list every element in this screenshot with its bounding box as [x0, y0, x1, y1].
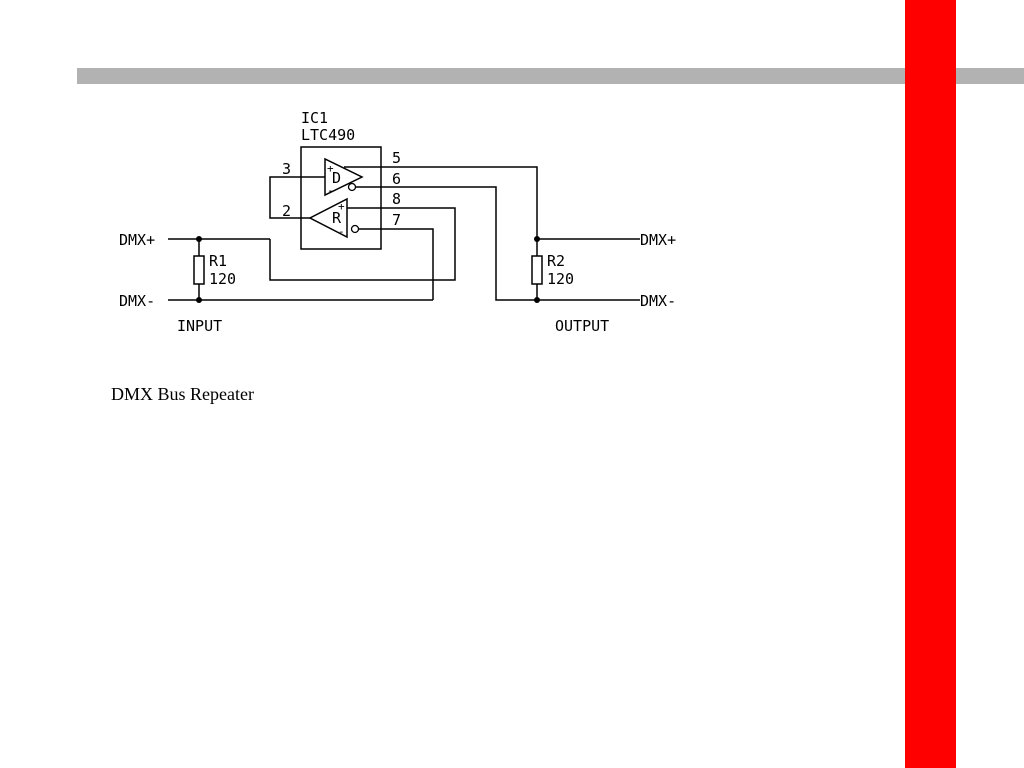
pin-7-label: 7: [392, 211, 401, 229]
pin-3-2-loop-wire: [269, 176, 325, 219]
r2-ref-label: R2: [547, 252, 565, 270]
output-dmx-plus-label: DMX+: [640, 231, 676, 249]
r1-junction-bottom: [196, 297, 202, 303]
top-rule: [77, 68, 1024, 84]
ic-ref-label: IC1: [301, 109, 328, 127]
pin-8-label: 8: [392, 190, 401, 208]
r1-resistor: [193, 255, 205, 285]
r1-value-label: 120: [209, 270, 236, 288]
receiver-minus-sign: -: [338, 225, 345, 238]
pin-5-wire: [344, 166, 538, 239]
receiver-plus-sign: +: [338, 200, 345, 213]
receiver-label: R: [332, 209, 342, 227]
slide-caption: DMX Bus Repeater: [111, 384, 254, 404]
driver-minus-sign: -: [327, 184, 334, 197]
input-label: INPUT: [177, 317, 222, 335]
ic-part-label: LTC490: [301, 126, 355, 144]
pin-6-label: 6: [392, 170, 401, 188]
accent-bar: [905, 0, 956, 768]
ic-body: [300, 146, 382, 250]
driver-label: D: [332, 169, 341, 187]
r1-junction-top: [196, 236, 202, 242]
driver-inverted-output-bubble: [347, 182, 357, 192]
r2-value-label: 120: [547, 270, 574, 288]
r2-junction-bottom: [534, 297, 540, 303]
receiver-triangle: [308, 197, 348, 239]
pin-2-label: 2: [282, 202, 291, 220]
input-dmx-minus-label: DMX-: [119, 292, 155, 310]
input-dmx-plus-label: DMX+: [119, 231, 155, 249]
pin-6-wire: [356, 186, 537, 301]
pin-3-label: 3: [282, 160, 291, 178]
driver-plus-sign: +: [327, 162, 334, 175]
output-label: OUTPUT: [555, 317, 609, 335]
receiver-inverted-input-bubble: [350, 224, 360, 234]
pin-8-wire: [269, 207, 456, 281]
r2-junction-top: [534, 236, 540, 242]
pin-7-wire: [359, 228, 434, 300]
r2-resistor: [531, 255, 543, 285]
pin-5-label: 5: [392, 149, 401, 167]
r1-ref-label: R1: [209, 252, 227, 270]
output-dmx-minus-label: DMX-: [640, 292, 676, 310]
